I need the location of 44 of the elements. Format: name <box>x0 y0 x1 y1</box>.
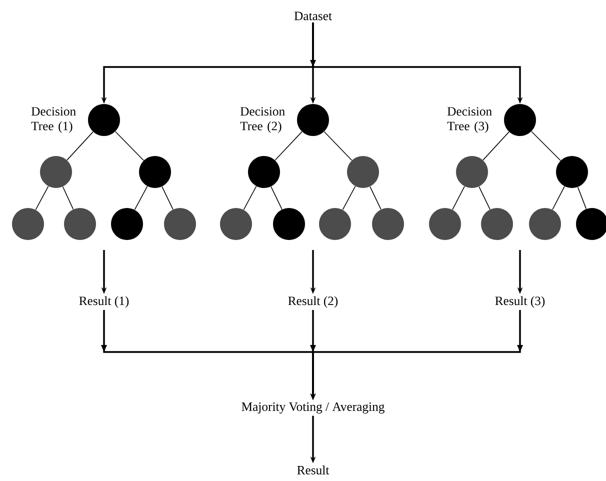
tree-node-circle <box>64 208 96 240</box>
tree-branch <box>243 186 257 210</box>
tree-node-circle <box>248 156 280 188</box>
tree-node-circle <box>481 208 513 240</box>
tree-node-circle <box>456 156 488 188</box>
text-label: Result (3) <box>495 296 545 308</box>
text-label: Result (2) <box>288 296 338 308</box>
text-label: Majority Voting / Averaging <box>242 402 384 414</box>
tree-node-circle <box>347 156 379 188</box>
tree-node-circle <box>529 208 561 240</box>
tree-branch <box>452 186 465 210</box>
text-label: Result <box>297 466 330 474</box>
tree-label: Decision Tree (2) <box>240 107 285 133</box>
tree-branch <box>577 186 587 210</box>
tree-node-circle <box>139 156 171 188</box>
tree-node-circle <box>556 156 588 188</box>
tree-branch <box>270 186 282 210</box>
tree-branch <box>115 131 144 161</box>
tree-branch <box>134 186 148 210</box>
tree-node-circle <box>319 208 351 240</box>
tree-branch <box>274 131 302 161</box>
tree-node-circle <box>273 208 305 240</box>
tree-branch <box>478 186 490 210</box>
tree-branch <box>66 132 94 160</box>
tree-node-circle <box>164 208 196 240</box>
text-label: Result (1) <box>79 296 129 308</box>
tree-node-circle <box>429 208 461 240</box>
tree-label: Decision Tree (3) <box>447 107 492 133</box>
tree-label: Decision Tree (1) <box>31 107 76 133</box>
tree-branch <box>531 131 561 161</box>
tree-branch <box>62 186 74 210</box>
tree-branch <box>552 186 565 210</box>
tree-node-circle <box>372 208 404 240</box>
tree-node-circle <box>12 208 44 240</box>
tree-branch <box>370 186 382 210</box>
tree-branch <box>35 186 49 210</box>
tree-node-circle <box>111 208 143 240</box>
text-label: Dataset <box>294 12 332 20</box>
tree-node-circle <box>40 156 72 188</box>
tree-branch <box>324 131 352 161</box>
tree-branch <box>162 186 174 210</box>
tree-branch <box>482 132 510 160</box>
tree-branch <box>342 186 356 210</box>
tree-node-circle <box>220 208 252 240</box>
